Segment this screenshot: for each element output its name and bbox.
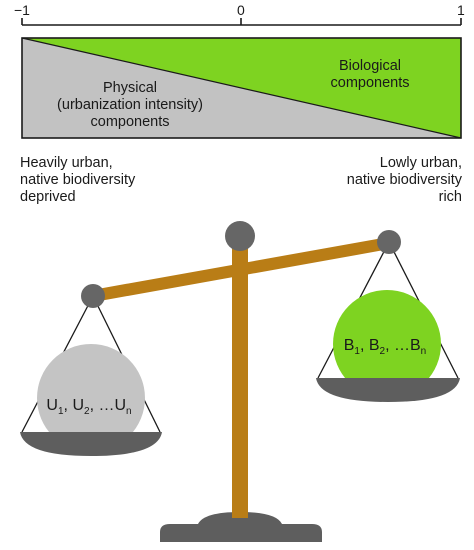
biological-label-line1: Biological (339, 58, 401, 74)
right-end-line1: Lowly urban, (380, 155, 462, 171)
right-hanger-pivot (377, 230, 401, 254)
right-end-line2: native biodiversity (347, 172, 463, 188)
top-pivot (225, 221, 255, 251)
right-end-label: Lowly urban, native biodiversity rich (347, 155, 463, 205)
left-end-line1: Heavily urban, (20, 155, 113, 171)
physical-label-line3: components (91, 114, 170, 130)
scale-beam (92, 237, 390, 302)
component-box: Physical (urbanization intensity) compon… (21, 37, 462, 139)
biological-label-line2: components (331, 75, 410, 91)
right-ball-label: B1, B2, …Bn (344, 337, 426, 357)
balance-scale: U1, U2, …Un B1, B2, …Bn (20, 221, 460, 542)
physical-label-line1: Physical (103, 80, 157, 96)
right-ball-term-2: B2 (369, 337, 386, 357)
tick-label-right: 1 (457, 2, 465, 18)
left-ball-term-2: U2 (72, 397, 90, 417)
tick-label-mid: 0 (237, 2, 245, 18)
left-ball-label: U1, U2, …Un (46, 397, 131, 417)
physical-label: Physical (urbanization intensity) compon… (57, 80, 203, 130)
scale-post (232, 236, 248, 518)
left-ball (37, 344, 145, 452)
tick-label-left: −1 (14, 2, 30, 18)
box-border (21, 37, 462, 139)
right-pan (316, 378, 460, 402)
left-hanger-pivot (81, 284, 105, 308)
right-ball-term-1: B1 (344, 337, 361, 357)
left-ball-term-n: Un (114, 397, 131, 417)
left-ball-term-1: U1 (46, 397, 64, 417)
left-pan (20, 432, 162, 456)
left-end-line3: deprived (20, 189, 76, 205)
box-diagonal (21, 37, 462, 139)
right-ball (333, 290, 441, 398)
physical-label-line2: (urbanization intensity) (57, 97, 203, 113)
left-end-label: Heavily urban, native biodiversity depri… (20, 155, 136, 205)
right-end-line3: rich (439, 189, 462, 205)
biological-label: Biological components (331, 58, 410, 91)
left-end-line2: native biodiversity (20, 172, 136, 188)
right-ball-term-n: Bn (410, 337, 426, 357)
scale-axis: −1 0 1 (14, 2, 465, 26)
scale-base (160, 512, 322, 542)
